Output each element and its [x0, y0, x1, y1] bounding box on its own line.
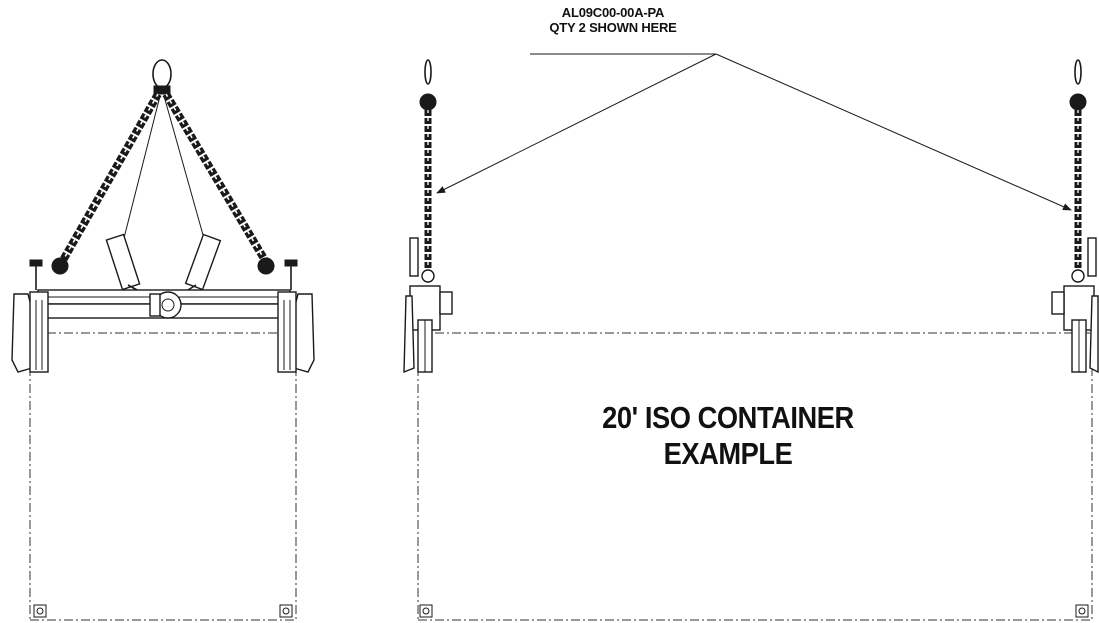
end-view-container-outline — [29, 332, 297, 621]
master-link — [152, 59, 172, 95]
callout-quantity-note: QTY 2 SHOWN HERE — [549, 20, 677, 35]
end-view — [11, 59, 315, 621]
container-label: 20' ISO CONTAINER EXAMPLE — [602, 400, 854, 471]
end-view-beam — [37, 289, 291, 319]
callout-leaders — [436, 53, 1072, 211]
side-view — [403, 53, 1099, 621]
end-view-twistlock-housings — [11, 291, 315, 373]
side-view-container-outline — [417, 332, 1093, 621]
left-shackle — [51, 257, 69, 275]
callout-part-number: AL09C00-00A-PA — [561, 5, 665, 20]
right-shackle — [257, 257, 275, 275]
right-lifting-assembly — [1051, 59, 1099, 374]
end-view-chains — [58, 91, 270, 265]
end-view-guide-posts — [29, 259, 298, 290]
left-lifting-assembly — [403, 59, 453, 374]
